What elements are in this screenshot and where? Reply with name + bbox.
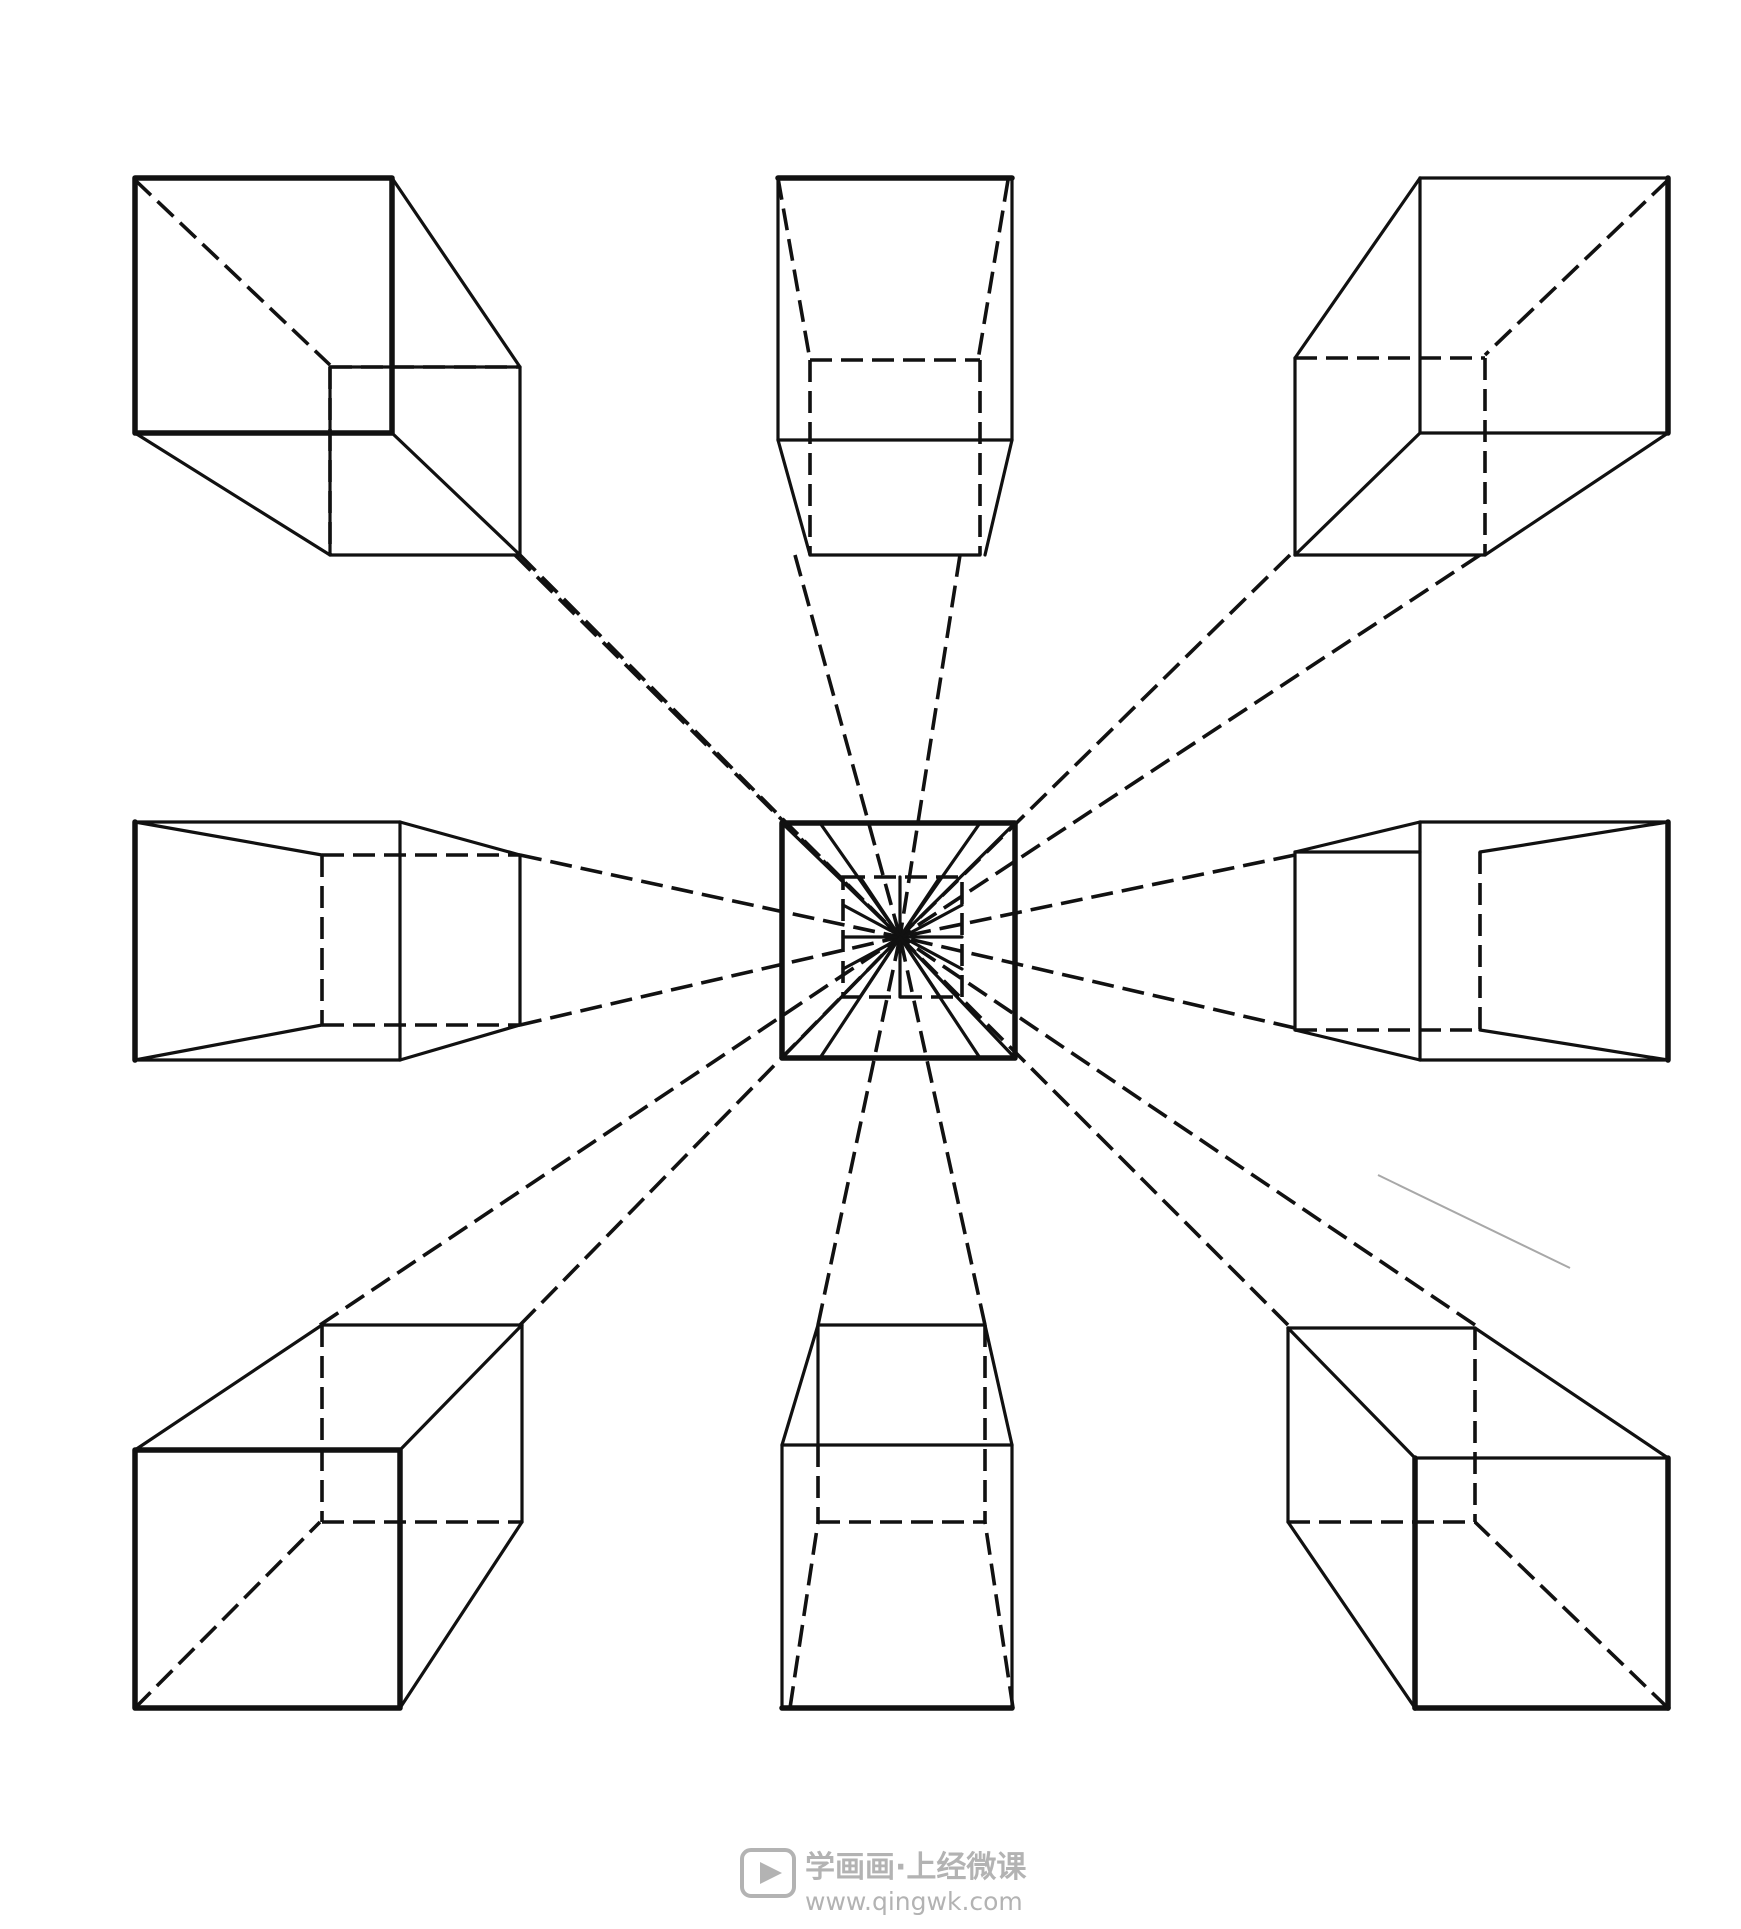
- box-bottom-left: [132, 1323, 524, 1711]
- box-bottom-right: [1286, 1326, 1671, 1711]
- video-play-logo-icon: [740, 1848, 796, 1898]
- watermark: 学画画·上经微课 www.qingwk.com: [740, 1848, 1027, 1916]
- stray-mark: [1377, 1174, 1571, 1269]
- watermark-title: 学画画·上经微课: [805, 1850, 1027, 1885]
- vanishing-lines: [133, 178, 1670, 1710]
- box-middle-right: [1293, 819, 1671, 1063]
- box-middle-left: [132, 819, 522, 1063]
- box-bottom-center: [779, 1323, 1015, 1711]
- center-box: [779, 820, 1018, 1061]
- watermark-url: www.qingwk.com: [805, 1887, 1023, 1916]
- box-top-center: [775, 175, 1015, 557]
- box-top-left: [132, 175, 522, 557]
- box-top-right: [1293, 175, 1671, 557]
